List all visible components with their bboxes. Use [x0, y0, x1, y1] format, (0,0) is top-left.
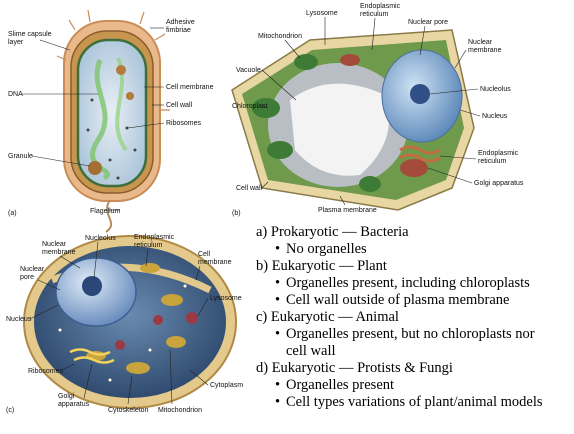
heading-protists-fungi: d) Eukaryotic — Protists & Fungi	[241, 360, 574, 377]
label-er-bottom-line2: reticulum	[478, 158, 507, 165]
bullet-text: Organelles present, but no chloroplasts …	[286, 326, 535, 342]
bullet-text: Organelles present	[286, 377, 394, 393]
label-granule: Granule	[8, 153, 33, 160]
heading-prokaryotic: a) Prokaryotic — Bacteria	[241, 224, 574, 241]
label-cell-membrane-c: Cell	[198, 251, 211, 258]
bullet-plant-2: •Cell wall outside of plasma membrane	[241, 292, 574, 309]
label-mitochondrion-b: Mitochondrion	[258, 33, 302, 40]
bullet-text: Organelles present, including chloroplas…	[286, 275, 530, 291]
label-nuclear-membrane-b: Nuclear	[468, 39, 493, 46]
label-dna: DNA	[8, 91, 23, 98]
label-cell-wall-b: Cell wall	[236, 185, 263, 192]
label-nuclear-pore-c: Nuclear	[20, 266, 45, 273]
label-nucleus-c: Nucleus	[6, 316, 32, 323]
label-nuclear-membrane-b-line2: membrane	[468, 47, 502, 54]
bullet-protists-1: •Organelles present	[241, 377, 574, 394]
label-er-top: Endoplasmic	[360, 3, 401, 10]
label-er-bottom: Endoplasmic	[478, 150, 519, 157]
plant-cell-illustration	[232, 30, 474, 210]
bullet-dot: •	[275, 326, 286, 343]
label-er-top-line2: reticulum	[360, 11, 389, 18]
label-nuclear-membrane-c: Nuclear	[42, 241, 67, 248]
label-nuclear-pore-c-line2: pore	[20, 274, 34, 281]
panel-c-letter: (c)	[6, 407, 14, 414]
label-golgi-c-line2: apparatus	[58, 401, 90, 408]
label-flagellum: Flagellum	[90, 208, 121, 215]
label-cytoskeleton: Cytoskeleton	[108, 407, 149, 414]
panel-b-letter: (b)	[232, 210, 241, 217]
label-chloroplast: Chloroplast	[232, 103, 267, 110]
label-nucleus-b: Nucleus	[482, 113, 508, 120]
heading-animal: c) Eukaryotic — Animal	[241, 309, 574, 326]
label-cytoplasm: Cytoplasm	[210, 382, 243, 389]
bullet-animal-1: •Organelles present, but no chloroplasts…	[241, 326, 574, 343]
heading-plant: b) Eukaryotic — Plant	[241, 258, 574, 275]
cell-types-notes: a) Prokaryotic — Bacteria •No organelles…	[241, 224, 574, 430]
label-nucleolus-b: Nucleolus	[480, 86, 511, 93]
label-cell-membrane-a: Cell membrane	[166, 84, 214, 91]
bacterium-illustration	[57, 10, 170, 232]
label-nucleolus-c: Nucleolus	[85, 235, 116, 242]
panel-a-letter: (a)	[8, 210, 17, 217]
bullet-text: Cell types variations of plant/animal mo…	[286, 394, 543, 410]
bullet-dot: •	[275, 394, 286, 411]
label-nuclear-pore-b: Nuclear pore	[408, 19, 448, 26]
label-nuclear-membrane-c-line2: membrane	[42, 249, 76, 256]
bullet-dot: •	[275, 292, 286, 309]
label-er-c: Endoplasmic	[134, 234, 175, 241]
label-lysosome-b: Lysosome	[306, 10, 338, 17]
bullet-text: No organelles	[286, 241, 367, 257]
bullet-protists-2: •Cell types variations of plant/animal m…	[241, 394, 574, 411]
label-vacuole: Vacuole	[236, 67, 261, 74]
label-adhesive-fimbriae: Adhesive	[166, 19, 195, 26]
label-slime-capsule-line2: layer	[8, 39, 24, 46]
label-golgi-b: Golgi apparatus	[474, 180, 524, 187]
bullet-dot: •	[275, 377, 286, 394]
bullet-animal-1-continued: cell wall	[241, 343, 574, 360]
label-cell-wall-a: Cell wall	[166, 102, 193, 109]
label-cell-membrane-c-line2: membrane	[198, 259, 232, 266]
bullet-prokaryotic-1: •No organelles	[241, 241, 574, 258]
label-golgi-c: Golgi	[58, 393, 75, 400]
label-plasma-membrane: Plasma membrane	[318, 207, 377, 214]
label-er-c-line2: reticulum	[134, 242, 163, 249]
label-mitochondrion-c: Mitochondrion	[158, 407, 202, 414]
bullet-plant-1: •Organelles present, including chloropla…	[241, 275, 574, 292]
label-ribosomes-a: Ribosomes	[166, 120, 202, 127]
bullet-text: Cell wall outside of plasma membrane	[286, 292, 509, 308]
label-lysosome-c: Lysosome	[210, 295, 242, 302]
label-adhesive-fimbriae-line2: fimbriae	[166, 27, 191, 34]
bullet-dot: •	[275, 275, 286, 292]
label-slime-capsule: Slime capsule	[8, 31, 52, 38]
label-ribosomes-c: Ribosomes	[28, 368, 64, 375]
bullet-dot: •	[275, 241, 286, 258]
